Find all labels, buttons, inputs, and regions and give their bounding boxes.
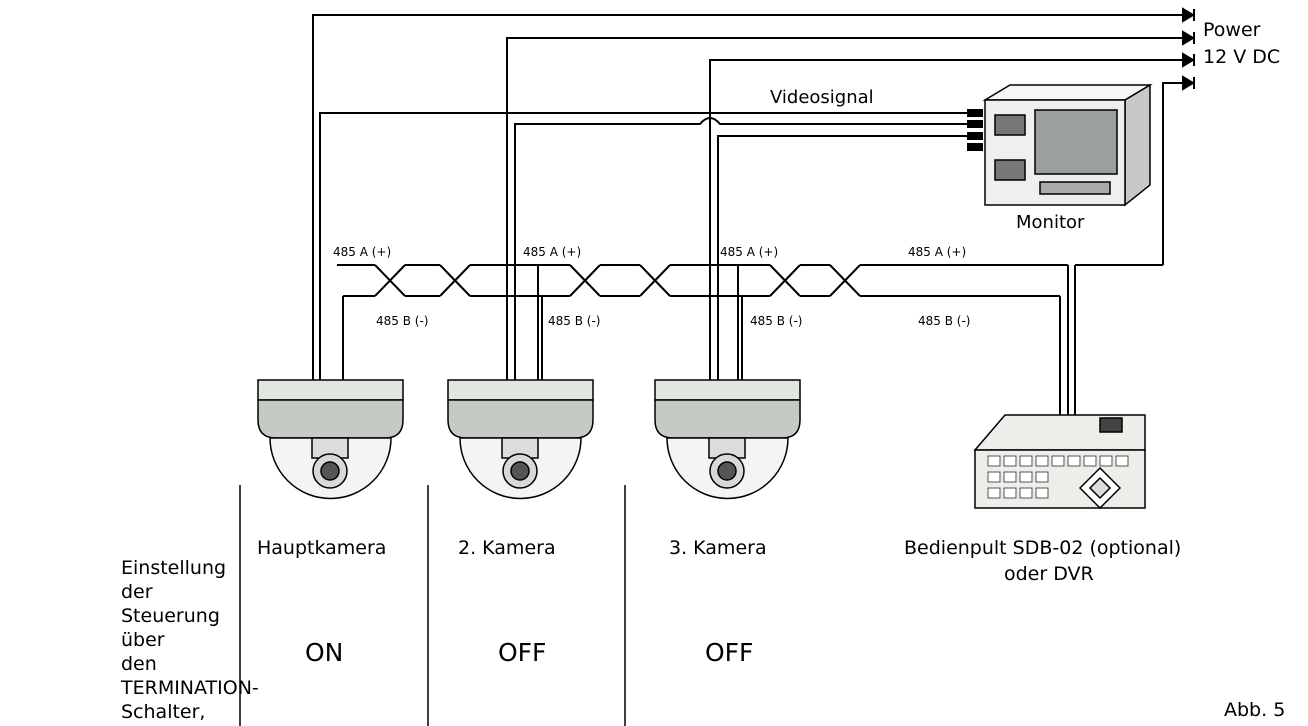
side-note-line: Einstellung der bbox=[121, 557, 227, 603]
camera-3 bbox=[654, 379, 801, 500]
bus-a-label: 485 A (+) bbox=[333, 245, 392, 259]
camera-main bbox=[257, 379, 404, 500]
diode-icon bbox=[1182, 30, 1195, 46]
video-signal-label: Videosignal bbox=[770, 87, 874, 108]
side-note-line: TERMINATION- bbox=[121, 677, 259, 699]
side-note-line: Steuerung über bbox=[121, 605, 220, 651]
camera-2 bbox=[447, 379, 594, 500]
side-note-line: den bbox=[121, 653, 157, 675]
bus-b-label: 485 B (-) bbox=[548, 314, 601, 328]
column-dividers bbox=[239, 485, 626, 726]
diode-icon bbox=[1182, 75, 1195, 91]
bus-b-label: 485 B (-) bbox=[918, 314, 971, 328]
diode-icon bbox=[1182, 7, 1195, 23]
termination-state-2: OFF bbox=[498, 638, 547, 667]
camera-name-main: Hauptkamera bbox=[257, 537, 387, 559]
voltage-label: 12 V DC bbox=[1203, 46, 1281, 68]
bus-a-label: 485 A (+) bbox=[908, 245, 967, 259]
video-connectors bbox=[967, 109, 983, 151]
controller-label-line2: oder DVR bbox=[1004, 563, 1094, 585]
diode-icons bbox=[1182, 7, 1195, 91]
figure-label: Abb. 5 bbox=[1224, 699, 1286, 721]
monitor-icon bbox=[982, 83, 1153, 207]
bus-a-label: 485 A (+) bbox=[523, 245, 582, 259]
side-note: Einstellung der Steuerung über den TERMI… bbox=[121, 556, 259, 724]
monitor-label: Monitor bbox=[1016, 212, 1085, 233]
power-label: Power bbox=[1203, 19, 1261, 41]
camera-name-2: 2. Kamera bbox=[458, 537, 556, 559]
bus-a-label: 485 A (+) bbox=[720, 245, 779, 259]
controller-label-line1: Bedienpult SDB-02 (optional) bbox=[904, 537, 1182, 559]
video-lines bbox=[319, 112, 975, 380]
rs485-bus bbox=[337, 264, 1163, 420]
camera-name-3: 3. Kamera bbox=[669, 537, 767, 559]
bus-b-label: 485 B (-) bbox=[750, 314, 803, 328]
bus-b-label: 485 B (-) bbox=[376, 314, 429, 328]
termination-state-3: OFF bbox=[705, 638, 754, 667]
termination-state-main: ON bbox=[305, 638, 344, 667]
diode-icon bbox=[1182, 52, 1195, 68]
controller-icon bbox=[973, 414, 1146, 510]
side-note-line: Schalter, bbox=[121, 701, 206, 723]
